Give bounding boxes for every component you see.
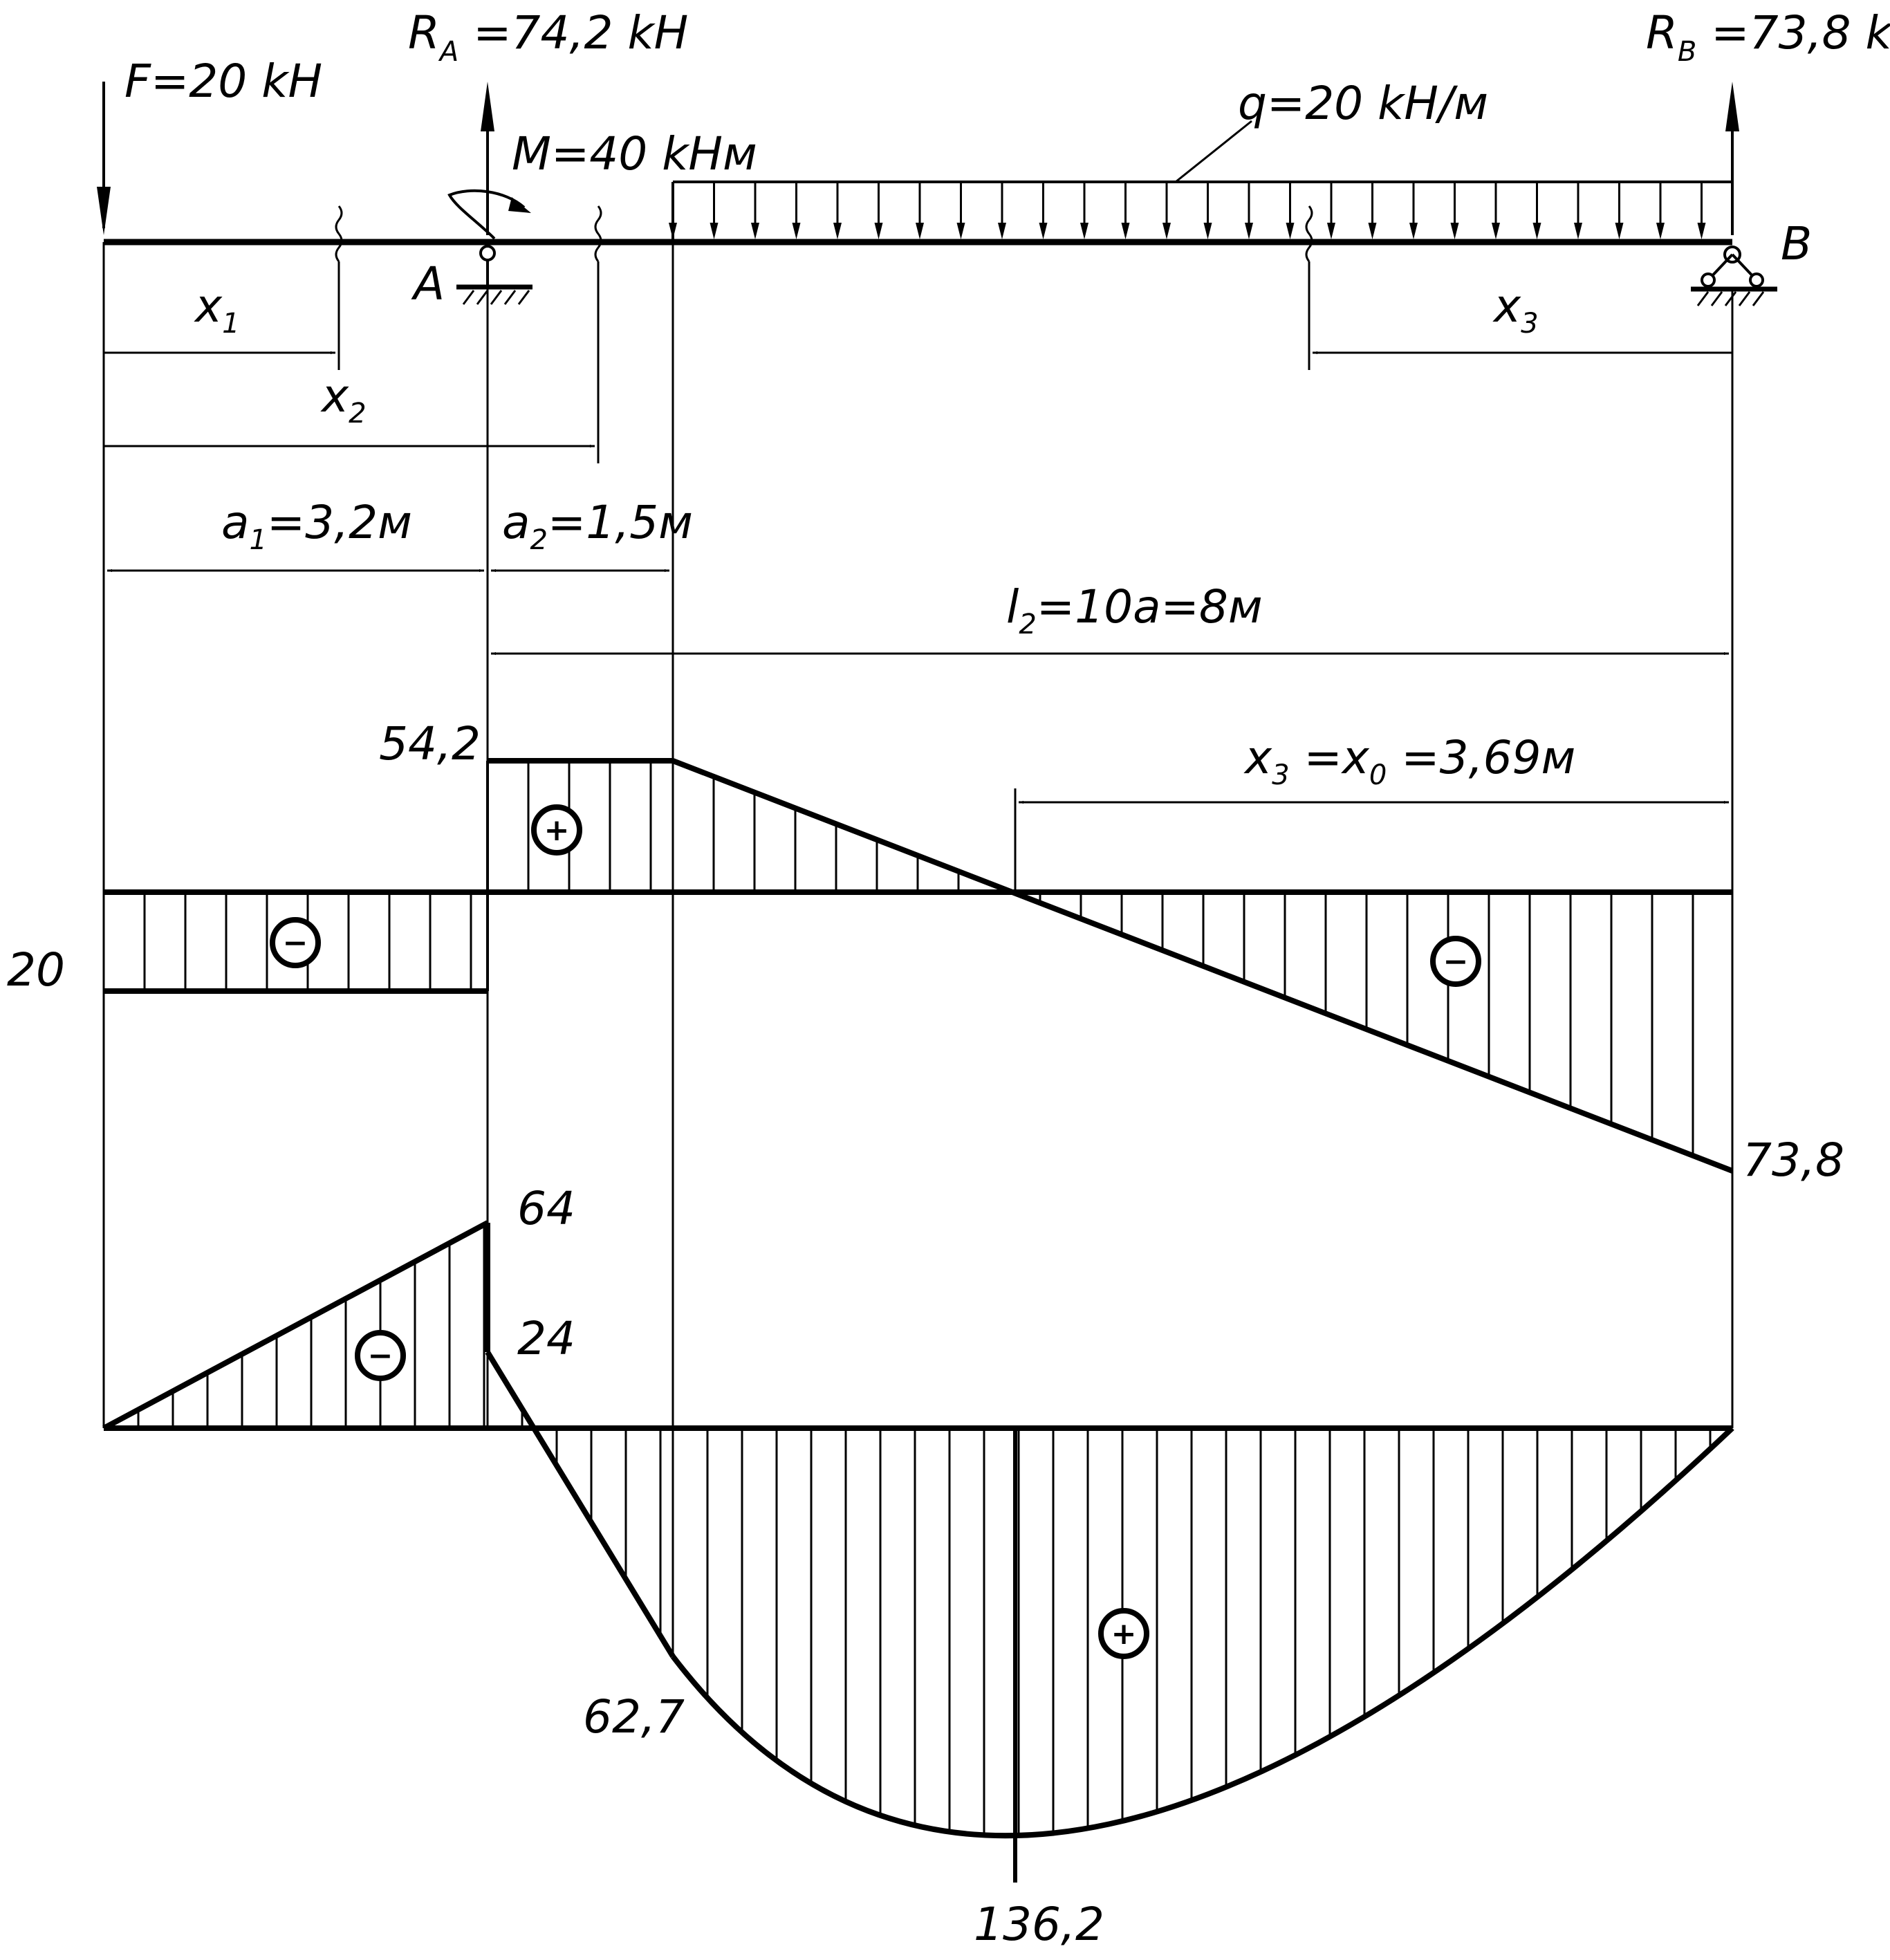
load-arrow-head bbox=[1615, 223, 1624, 239]
moment-value-c: 62,7 bbox=[583, 1690, 685, 1744]
moment-arc bbox=[447, 189, 526, 240]
shear-sloped-segment bbox=[671, 758, 1734, 1174]
load-arrow-head bbox=[833, 223, 842, 239]
load-arrow-head bbox=[916, 223, 924, 239]
sign-glyphs: − + − − + bbox=[283, 813, 1469, 1652]
shear-value-b: 73,8 bbox=[1743, 1134, 1844, 1187]
load-arrow-head bbox=[1162, 223, 1171, 239]
moment-value-a-top: 64 bbox=[517, 1182, 575, 1235]
load-arrow-head bbox=[956, 223, 965, 239]
shear-sign-left-circle bbox=[270, 917, 321, 968]
section-cut-3 bbox=[1305, 205, 1313, 262]
load-arrow-head bbox=[1203, 223, 1212, 239]
moment-head bbox=[508, 197, 531, 213]
load-arrow-head bbox=[1286, 223, 1295, 239]
beam-labels: F=20 kH RA =74,2 kH RB =73,8 kH M=40 kHм… bbox=[124, 6, 1890, 311]
load-arrow-head bbox=[1245, 223, 1253, 239]
support-a-hatch bbox=[462, 290, 530, 305]
support-b-roller-right bbox=[1749, 272, 1764, 288]
shear-sign-left: − bbox=[283, 925, 308, 961]
support-b-hatch bbox=[1696, 291, 1765, 306]
beam-scheme bbox=[97, 82, 1777, 306]
load-arrow-head bbox=[1450, 223, 1459, 239]
load-arrow-head bbox=[1492, 223, 1500, 239]
load-arrow-head bbox=[874, 223, 883, 239]
support-a-label: A bbox=[411, 257, 445, 311]
load-arrow-head bbox=[792, 223, 801, 239]
shear-sign-right: − bbox=[1443, 944, 1469, 979]
load-arrow-head bbox=[1080, 223, 1088, 239]
x0-label: x3 =x0 =3,69м bbox=[1243, 731, 1575, 791]
support-b-roller-left bbox=[1701, 272, 1716, 288]
dimension-lines bbox=[104, 120, 1732, 804]
load-arrow-head bbox=[1039, 223, 1048, 239]
moment-sign-left: − bbox=[368, 1338, 393, 1374]
support-a-pin bbox=[479, 245, 496, 261]
shear-sign-mid-circle bbox=[531, 804, 582, 856]
force-f-head bbox=[97, 187, 111, 235]
coordinate-labels: x1 x2 x3 bbox=[194, 279, 1539, 429]
reaction-a-label: RA =74,2 kH bbox=[408, 6, 688, 68]
section-cut-1 bbox=[335, 205, 343, 262]
moment-value-a-bottom: 24 bbox=[517, 1312, 575, 1365]
shear-value-left: 20 bbox=[7, 943, 65, 997]
dimension-labels: a1=3,2м a2=1,5м l2=10a=8м x3 =x0 =3,69м bbox=[221, 496, 1575, 791]
moment-mid-segment bbox=[485, 1350, 676, 1658]
load-arrow-head bbox=[751, 223, 759, 239]
load-arrow-head bbox=[710, 223, 719, 239]
load-arrow-head bbox=[669, 223, 677, 239]
moment-label: M=40 kHм bbox=[512, 127, 757, 181]
shear-sign-mid: + bbox=[544, 813, 570, 848]
shear-diagram bbox=[102, 758, 1734, 1174]
x3-label: x3 bbox=[1492, 279, 1539, 340]
force-f-label: F=20 kH bbox=[124, 55, 322, 108]
sign-circles bbox=[270, 804, 1481, 1659]
load-arrow-head bbox=[1368, 223, 1377, 239]
moment-sign-right: + bbox=[1111, 1616, 1137, 1652]
shear-sign-right-circle bbox=[1430, 936, 1481, 987]
l2-label: l2=10a=8м bbox=[1006, 580, 1263, 640]
shear-hatching bbox=[102, 761, 1694, 1156]
x2-label: x2 bbox=[320, 369, 367, 429]
moment-left-segment bbox=[102, 1220, 489, 1431]
load-arrow-head bbox=[1327, 223, 1335, 239]
reaction-b-label: RB =73,8 kH bbox=[1646, 6, 1890, 68]
shear-value-a: 54,2 bbox=[379, 717, 481, 770]
support-b-label: B bbox=[1781, 217, 1812, 270]
moment-sign-left-circle bbox=[355, 1330, 406, 1381]
moment-diagram bbox=[102, 1220, 1734, 1883]
reaction-a-head bbox=[481, 82, 494, 131]
moment-sign-right-circle bbox=[1098, 1608, 1149, 1659]
a2-label: a2=1,5м bbox=[502, 496, 693, 556]
load-arrow-head bbox=[1409, 223, 1418, 239]
moment-value-labels: 64 24 62,7 136,2 bbox=[517, 1182, 1104, 1951]
shear-value-labels: 20 54,2 73,8 bbox=[7, 717, 1844, 1187]
section-cut-2 bbox=[594, 205, 602, 262]
load-arrow-head bbox=[1121, 223, 1130, 239]
load-arrow-head bbox=[1574, 223, 1582, 239]
reaction-b-head bbox=[1725, 82, 1739, 131]
moment-hatching bbox=[137, 1224, 1712, 1836]
load-arrow-head bbox=[998, 223, 1006, 239]
load-arrow-head bbox=[1697, 223, 1706, 239]
load-arrow-head bbox=[1656, 223, 1665, 239]
load-arrow-head bbox=[1532, 223, 1541, 239]
q-leader bbox=[1175, 120, 1252, 183]
moment-value-max: 136,2 bbox=[974, 1898, 1104, 1951]
load-arrows bbox=[669, 182, 1706, 239]
a1-label: a1=3,2м bbox=[221, 496, 412, 556]
load-q-label: q=20 kH/м bbox=[1238, 77, 1488, 130]
moment-parabola bbox=[670, 1426, 1734, 1839]
x1-label: x1 bbox=[194, 279, 240, 340]
